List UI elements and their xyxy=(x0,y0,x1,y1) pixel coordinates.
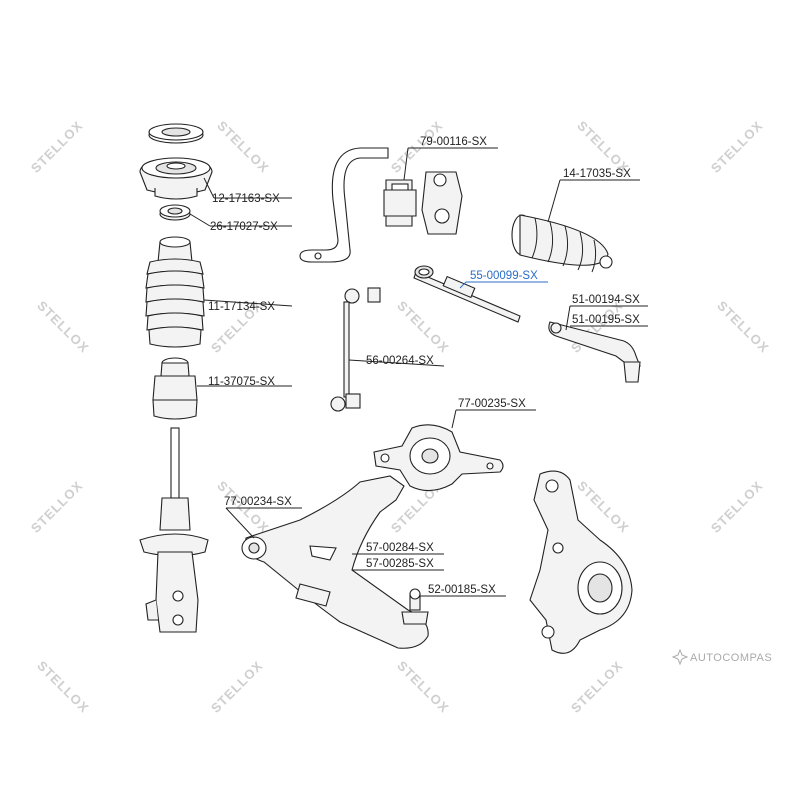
leader-lines xyxy=(189,147,648,597)
part-label[interactable]: 79-00116-SX xyxy=(420,136,487,148)
part-label[interactable]: 11-17134-SX xyxy=(208,301,275,313)
watermark-text: STELLOX xyxy=(28,118,86,176)
strut-dust-boot xyxy=(145,236,205,348)
watermark-text: STELLOX xyxy=(568,658,626,716)
lower-control-arm xyxy=(241,475,429,649)
brand-icon xyxy=(671,648,689,666)
part-label[interactable]: 26-17027-SX xyxy=(210,221,278,233)
brand-logo: AUTOCOMPAS xyxy=(671,648,772,666)
tie-rod-end xyxy=(548,321,641,383)
shock-absorber xyxy=(139,427,209,633)
watermark-text: STELLOX xyxy=(34,298,92,356)
part-label[interactable]: 57-00285-SX xyxy=(366,558,434,570)
stabilizer-bracket xyxy=(421,171,463,235)
watermark-text: STELLOX xyxy=(394,298,452,356)
watermark-text: STELLOX xyxy=(708,118,766,176)
part-label[interactable]: 51-00195-SX xyxy=(572,314,640,326)
strut-mount-washer xyxy=(148,123,204,144)
stabilizer-link xyxy=(330,287,381,412)
steering-boot xyxy=(511,214,613,273)
part-labels: 12-17163-SX 26-17027-SX 11-17134-SX 11-3… xyxy=(208,136,640,596)
watermark-text: STELLOX xyxy=(714,298,772,356)
watermark-text: STELLOX xyxy=(708,478,766,536)
part-label[interactable]: 57-00284-SX xyxy=(366,542,434,554)
stabilizer-bar xyxy=(299,147,389,263)
brand-text: AUTOCOMPAS xyxy=(690,652,772,664)
part-label[interactable]: 51-00194-SX xyxy=(572,294,640,306)
part-label[interactable]: 52-00185-SX xyxy=(428,584,496,596)
part-label[interactable]: 11-37075-SX xyxy=(208,376,275,388)
strut-bearing xyxy=(159,204,191,221)
part-label[interactable]: 14-17035-SX xyxy=(563,168,631,180)
rear-arm-bushing xyxy=(373,424,504,492)
inner-tie-rod xyxy=(413,265,521,323)
watermark-text: STELLOX xyxy=(34,658,92,716)
watermark-text: STELLOX xyxy=(214,118,272,176)
part-label-highlighted[interactable]: 55-00099-SX xyxy=(470,270,538,282)
part-label[interactable]: 12-17163-SX xyxy=(212,193,280,205)
part-label[interactable]: 77-00234-SX xyxy=(224,496,292,508)
watermark-text: STELLOX xyxy=(28,478,86,536)
part-label[interactable]: 77-00235-SX xyxy=(458,398,526,410)
ball-joint xyxy=(401,588,429,625)
steering-knuckle xyxy=(529,470,633,654)
strut-mount xyxy=(139,157,213,200)
stabilizer-bushing xyxy=(383,179,417,227)
watermark-text: STELLOX xyxy=(208,658,266,716)
strut-bump-stop xyxy=(152,357,198,420)
watermark-text: STELLOX xyxy=(394,658,452,716)
part-label[interactable]: 56-00264-SX xyxy=(366,355,434,367)
